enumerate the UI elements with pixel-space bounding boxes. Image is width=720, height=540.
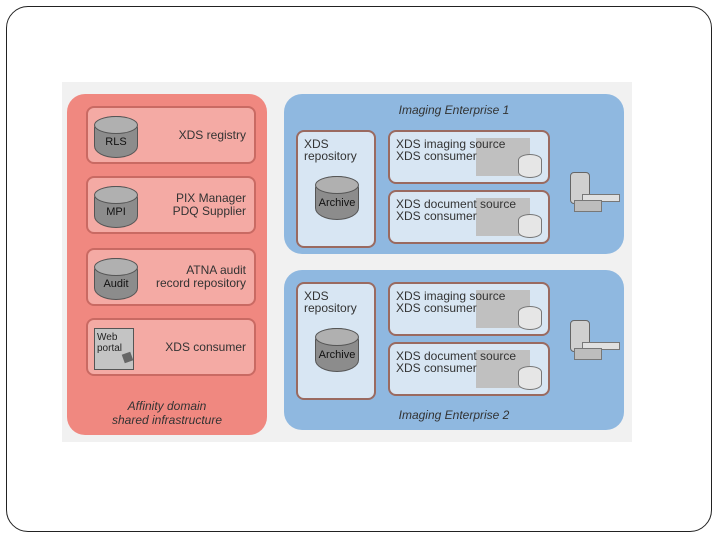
item-label-line: PDQ Supplier [172, 204, 246, 218]
architecture-diagram: RLS XDS registry MPI PIX Manager PDQ Sup… [62, 82, 632, 442]
source-label-line: XDS consumer [396, 209, 477, 223]
xds-repository-box: XDS repository Archive [296, 282, 376, 400]
source-label-line: XDS consumer [396, 361, 477, 375]
database-label: MPI [106, 206, 126, 218]
source-database-icon [518, 366, 542, 390]
item-label-line: XDS registry [178, 127, 246, 142]
caption-line: shared infrastructure [111, 413, 223, 427]
source-label-line: XDS document source [396, 197, 517, 211]
enterprise-title: Imaging Enterprise 1 [398, 103, 510, 117]
portal-label-line: portal [97, 343, 123, 354]
source-database-icon [518, 306, 542, 330]
repo-label-line: XDS [304, 289, 329, 303]
database-label: Audit [103, 278, 129, 290]
affinity-domain-panel: RLS XDS registry MPI PIX Manager PDQ Sup… [67, 94, 267, 435]
archive-database-icon: Archive [315, 176, 359, 220]
source-database-icon [518, 154, 542, 178]
repo-label-line: repository [304, 301, 357, 315]
audit-database-icon: Audit [94, 258, 138, 300]
source-label-line: XDS document source [396, 349, 517, 363]
mpi-database-icon: MPI [94, 186, 138, 228]
repo-label-line: repository [304, 149, 357, 163]
xds-repository-box: XDS repository Archive [296, 130, 376, 248]
imaging-enterprise-1-panel: Imaging Enterprise 1 XDS repository Arch… [284, 94, 624, 254]
item-label-line: ATNA audit [186, 263, 246, 277]
affinity-item-pix: MPI PIX Manager PDQ Supplier [86, 176, 256, 234]
database-label: RLS [105, 136, 127, 148]
caption-line: Affinity domain [127, 399, 207, 413]
database-label: Archive [318, 349, 356, 361]
source-label-line: XDS consumer [396, 149, 477, 163]
affinity-item-registry: RLS XDS registry [86, 106, 256, 164]
affinity-item-atna: Audit ATNA audit record repository [86, 248, 256, 306]
repo-label-line: XDS [304, 137, 329, 151]
item-label-line: PIX Manager [175, 191, 246, 205]
affinity-caption: Affinity domain shared infrastructure [67, 399, 267, 427]
archive-database-icon: Archive [315, 328, 359, 372]
affinity-item-consumer: Web portal XDS consumer [86, 318, 256, 376]
xds-document-source-box: XDS document source XDS consumer [388, 342, 550, 396]
imaging-modality-icon [566, 320, 620, 360]
imaging-modality-icon [566, 172, 620, 212]
item-label-line: XDS consumer [165, 339, 246, 354]
portal-label-line: Web [97, 332, 118, 343]
database-label: Archive [318, 197, 356, 209]
source-label-line: XDS consumer [396, 301, 477, 315]
web-portal-icon: Web portal [94, 328, 134, 370]
source-database-icon [518, 214, 542, 238]
xds-imaging-source-box: XDS imaging source XDS consumer [388, 282, 550, 336]
xds-imaging-source-box: XDS imaging source XDS consumer [388, 130, 550, 184]
item-label-line: record repository [155, 276, 246, 290]
enterprise-title: Imaging Enterprise 2 [398, 408, 510, 422]
source-label-line: XDS imaging source [396, 289, 506, 303]
imaging-enterprise-2-panel: XDS repository Archive XDS imaging sourc… [284, 270, 624, 430]
source-label-line: XDS imaging source [396, 137, 506, 151]
xds-document-source-box: XDS document source XDS consumer [388, 190, 550, 244]
rls-database-icon: RLS [94, 116, 138, 158]
